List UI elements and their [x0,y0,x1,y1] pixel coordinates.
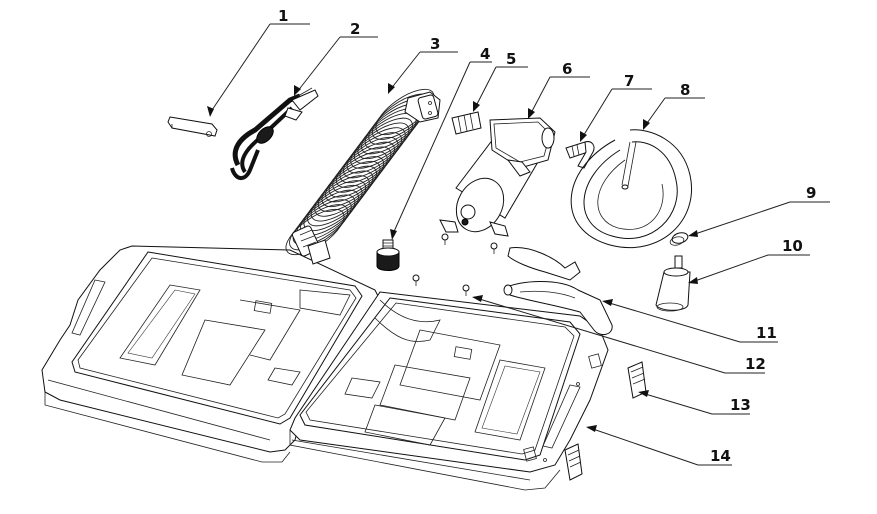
hose-coil [339,136,399,184]
inlet-hose-part [570,129,692,249]
callout-4: 4 [480,45,490,63]
callout-14: 14 [710,447,731,465]
callout-8: 8 [680,81,690,99]
hose-coil [328,151,388,198]
clip-part [167,116,218,137]
callout-2: 2 [350,20,360,38]
hose-coil [307,180,367,227]
hose-coil [343,132,403,179]
hose-coil [353,117,413,164]
screws [412,233,498,296]
carry-case [41,245,609,491]
callout-13: 13 [730,396,751,414]
latch-parts [564,361,647,481]
callouts: 1 2 3 4 5 6 7 8 9 10 [207,7,830,466]
hose-coil [332,146,392,193]
callout-12: 12 [745,355,766,373]
hose-coil [317,165,377,212]
hose-coil [335,141,395,188]
callout-5: 5 [506,50,516,68]
clamp-cable-part [230,87,319,180]
spray-gun-part [503,247,613,336]
callout-11: 11 [756,324,777,342]
ring-part [669,232,689,246]
callout-6: 6 [562,60,572,78]
callout-1: 1 [278,7,288,25]
hose-coil [314,170,374,217]
elbow-connector-part [565,141,595,169]
callout-9: 9 [806,184,816,202]
nozzle-knob-part [376,239,400,271]
hose-coil [292,199,352,246]
pump-motor-part [439,117,556,237]
callout-10: 10 [782,237,803,255]
hose-coil [325,156,385,203]
callout-3: 3 [430,35,440,53]
callout-7: 7 [624,72,634,90]
hose-coil [350,122,410,169]
hose-coil [289,204,349,251]
hose-connector-part [451,111,482,135]
hose-coil [310,175,370,222]
hose-coil [346,127,406,174]
hose-coil [321,160,381,208]
coiled-hose-part [285,88,441,265]
filter-part [655,255,691,312]
